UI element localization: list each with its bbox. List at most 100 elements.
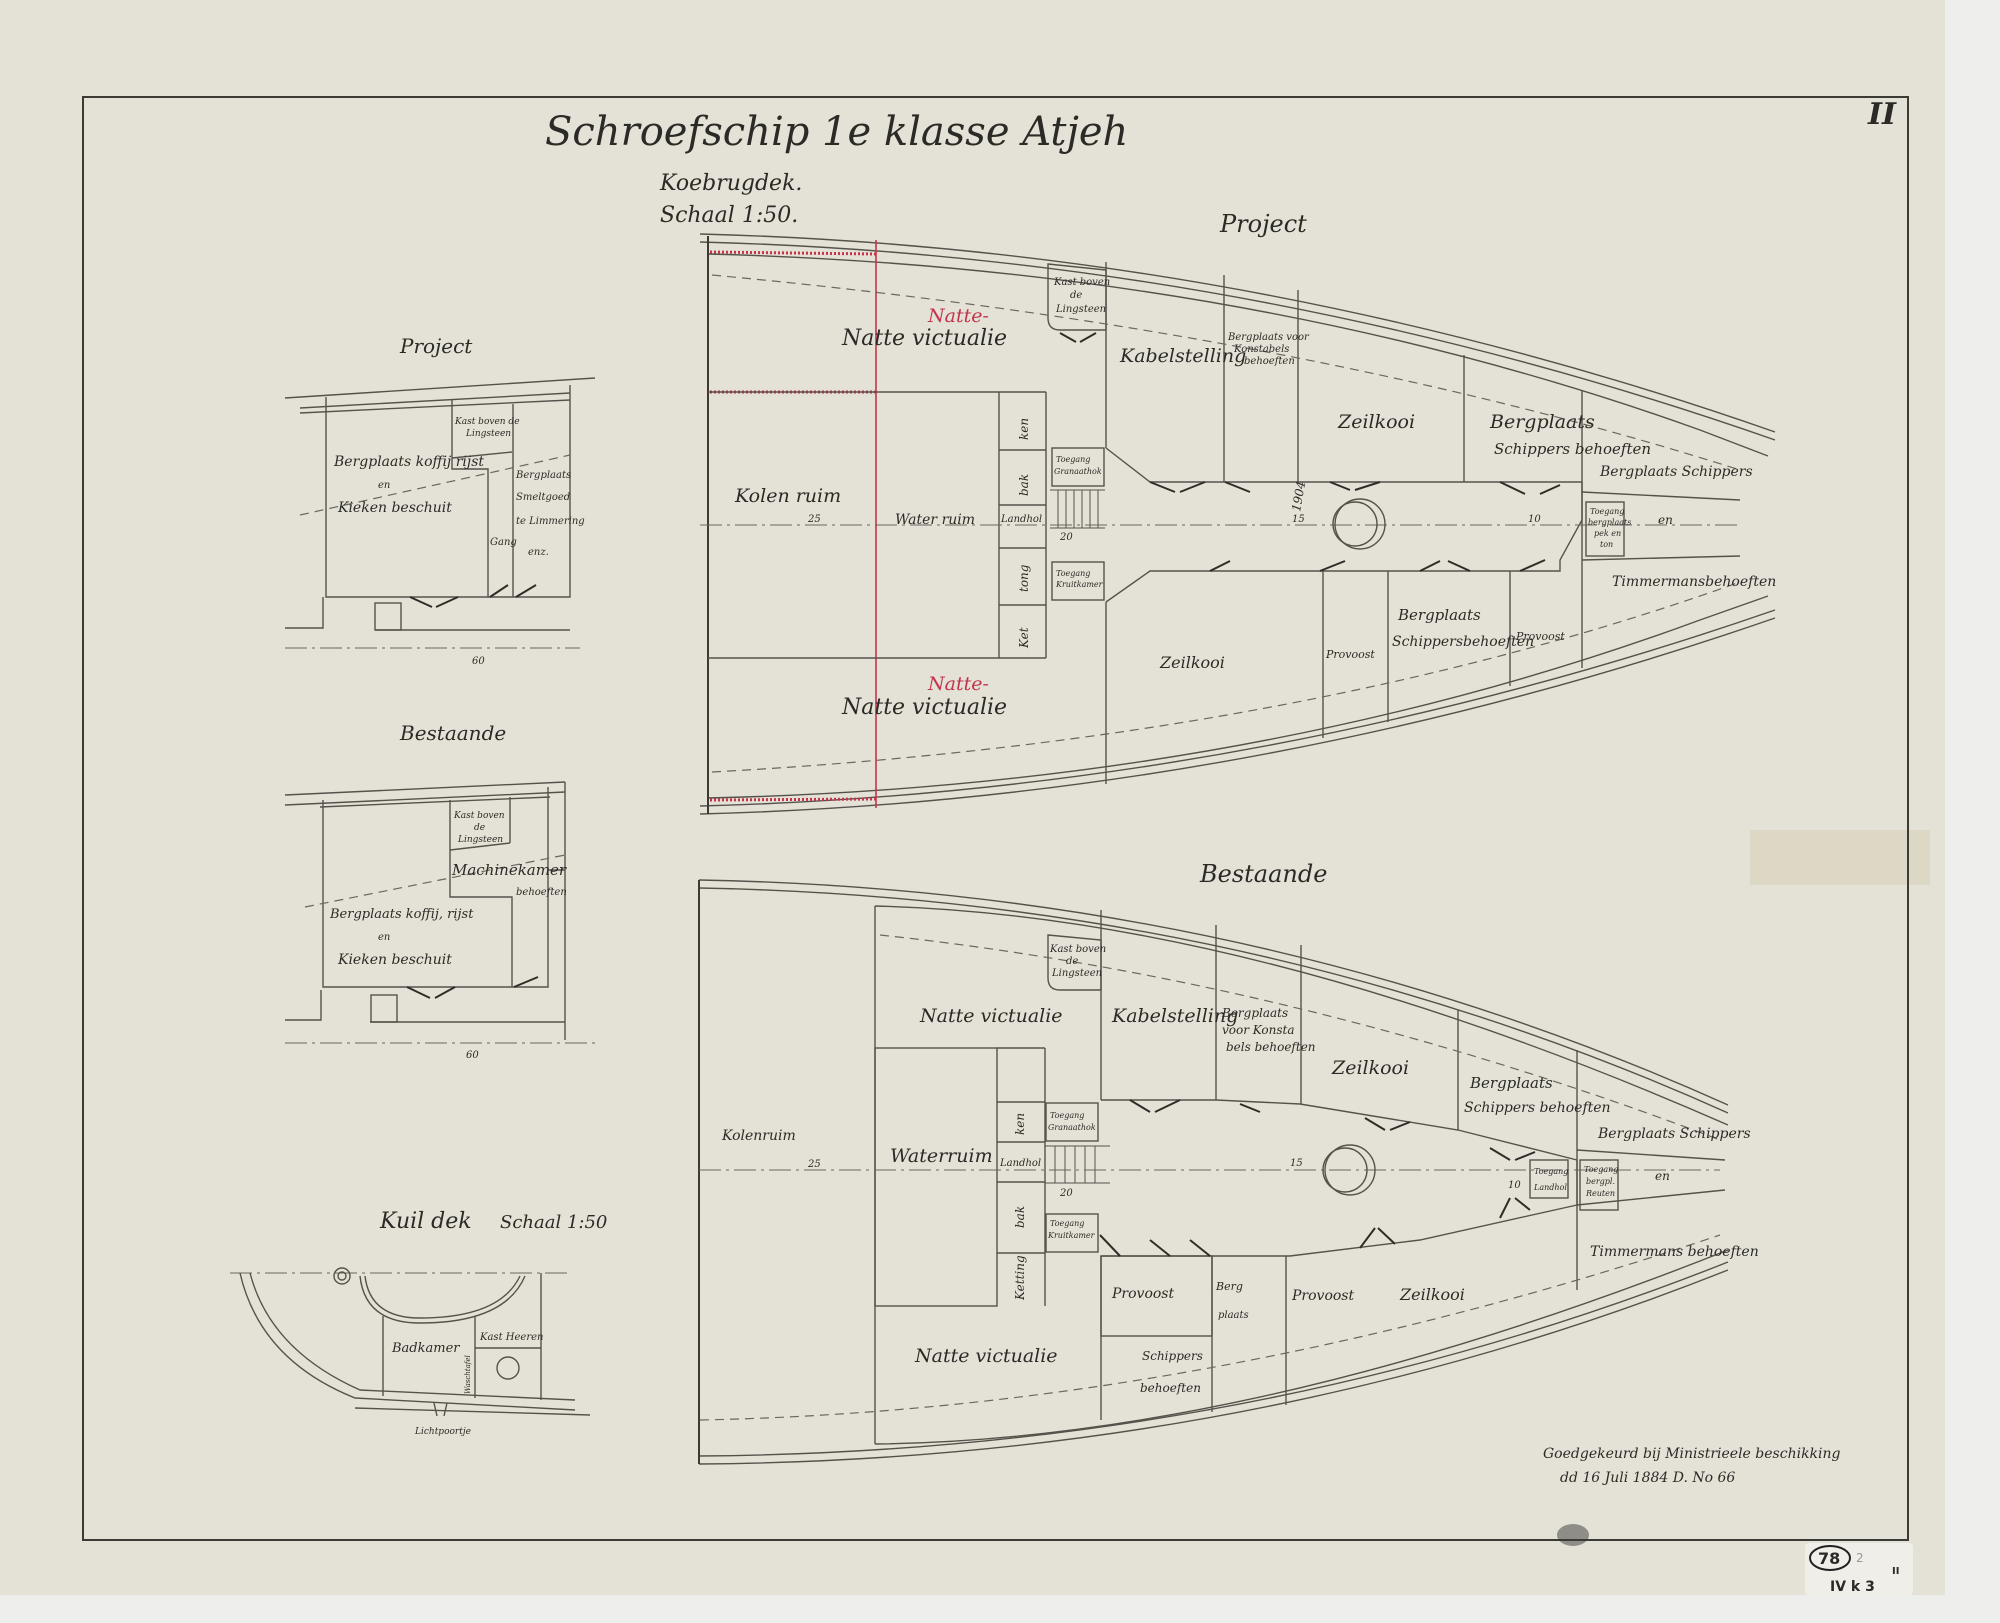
dimension-10-existing: 10 <box>1508 1180 1521 1191</box>
label-toegang-small-2: Landhol <box>1533 1183 1567 1192</box>
archive-suffix: 2 <box>1856 1551 1864 1565</box>
dimension-60: 60 <box>472 656 485 667</box>
label-landhol: Landhol <box>1000 514 1042 525</box>
dimension-15: 15 <box>1292 514 1305 525</box>
label-schippers-1-existing: Bergplaats <box>1469 1074 1553 1092</box>
label-store-1-existing: Bergplaats koffij, rijst <box>329 907 474 922</box>
label-other-1: Bergplaats <box>515 470 571 481</box>
label-machine-2: behoeften <box>516 887 567 898</box>
label-toegang-small-1: Toegang <box>1534 1167 1568 1176</box>
label-toegang-reuten-2: bergpl. <box>1586 1177 1615 1186</box>
label-provoost-2-existing: Provoost <box>1291 1288 1354 1304</box>
label-toegang-granaat-1-existing: Toegang <box>1050 1111 1084 1120</box>
label-waschtafel: Waschtafel <box>464 1355 472 1394</box>
label-store-3-existing: Kieken beschuit <box>337 952 452 968</box>
main-plan-existing: Bestaande <box>698 860 1759 1465</box>
label-badkamer: Badkamer <box>391 1341 460 1356</box>
label-store-2-existing: en <box>378 932 390 943</box>
label-landhol-existing: Landhol <box>999 1158 1041 1169</box>
label-timmermans: Timmermansbehoeften <box>1612 574 1776 590</box>
label-natte-victualie-top: Natte victualie <box>841 326 1007 351</box>
kuildek-scale: Schaal 1:50 <box>500 1212 607 1233</box>
label-ketting-existing: Ketting <box>1013 1255 1027 1301</box>
label-timmermans-existing: Timmermans behoeften <box>1590 1244 1759 1260</box>
label-en-existing: en <box>1655 1169 1670 1183</box>
label-toegang-kruit-2-existing: Kruitkamer <box>1047 1231 1096 1240</box>
label-kabelstelling: Kabelstelling <box>1119 345 1246 367</box>
label-ket: Ket <box>1017 627 1031 649</box>
dimension-60-existing: 60 <box>466 1050 479 1061</box>
label-kast-2-existing: de <box>1066 956 1078 967</box>
archive-number: 78 <box>1818 1549 1840 1568</box>
label-kast-3-existing: Lingsteen <box>1051 968 1102 979</box>
detail-project-heading: Project <box>399 334 473 358</box>
label-natte-red-bottom: Natte- <box>927 673 989 695</box>
drawing-title: Schroefschip 1e klasse Atjeh <box>545 109 1128 155</box>
label-schippers-b2: Schippersbehoeften <box>1392 634 1534 650</box>
label-bak: bak <box>1017 474 1031 496</box>
dimension-25: 25 <box>807 514 821 525</box>
label-gang: Gang <box>490 537 517 548</box>
label-toegang-kruit-1-existing: Toegang <box>1050 1219 1084 1228</box>
label-kabelstelling-existing: Kabelstelling <box>1111 1005 1238 1027</box>
label-toegang-pekton-4: ton <box>1600 540 1613 549</box>
label-provoost-2: Provoost <box>1515 630 1565 643</box>
label-store-3: Kieken beschuit <box>337 500 452 516</box>
label-waterruim: Water ruim <box>895 512 975 528</box>
label-toegang-granaat-2: Granaathok <box>1054 467 1102 476</box>
kuildek-plan: Kuil dek Schaal 1:50 Badkamer Kast Heere… <box>230 1209 607 1437</box>
ink-stain <box>1557 1524 1589 1546</box>
drawing-frame <box>82 96 1909 1541</box>
label-machine-1: Machinekamer <box>451 861 567 879</box>
label-zeilkooi-top-existing: Zeilkooi <box>1331 1057 1409 1079</box>
label-kolen-ruim: Kolen ruim <box>734 485 841 507</box>
label-konstabel-1: Bergplaats voor <box>1227 332 1310 343</box>
label-toegang-pekton-1: Toegang <box>1590 507 1624 516</box>
label-provoost-1: Provoost <box>1325 648 1375 661</box>
tape-stain <box>1750 830 1930 885</box>
label-konstabel-3: behoeften <box>1244 356 1295 367</box>
label-kolenruim-existing: Kolenruim <box>721 1128 796 1144</box>
label-natte-red-top: Natte- <box>927 305 989 327</box>
approval-note-line1: Goedgekeurd bij Ministrieele beschikking <box>1543 1446 1841 1462</box>
label-bergplaats-schippers-existing: Bergplaats Schippers <box>1597 1126 1751 1142</box>
label-schippers-b1: Bergplaats <box>1397 606 1481 624</box>
dimension-25-existing: 25 <box>807 1159 821 1170</box>
deck-name: Koebrugdek. <box>659 171 802 196</box>
main-plan-project: Project <box>699 210 1776 815</box>
label-toegang-reuten-1: Toegang <box>1584 1165 1618 1174</box>
label-konstabel-3-existing: bels behoeften <box>1226 1040 1316 1054</box>
label-zeilkooi-top: Zeilkooi <box>1337 411 1415 433</box>
label-schippers-b1-existing: Schippers <box>1142 1349 1203 1363</box>
label-kast-1-existing: Kast boven <box>1049 944 1106 955</box>
label-other-3: te Limmering <box>516 516 585 527</box>
label-toegang-pekton-2: bergplaats <box>1588 518 1631 527</box>
label-kast-3: Lingsteen <box>1055 304 1106 315</box>
label-natte-victualie-bottom-existing: Natte victualie <box>914 1345 1058 1367</box>
scan-margin-bottom <box>0 1595 2000 1623</box>
detail-plan-existing: Bestaande Bergplaats koffij, rijst en Ki… <box>284 721 600 1061</box>
label-kast-2-detail-existing: de <box>474 823 485 833</box>
label-kast-2: de <box>1070 290 1082 301</box>
archive-label: 78 2 IV k 3 II <box>1805 1543 1913 1595</box>
main-project-heading: Project <box>1219 210 1307 238</box>
dimension-20-existing: 20 <box>1059 1188 1073 1199</box>
label-schippers-b2-existing: behoeften <box>1140 1381 1201 1395</box>
label-bak-existing: bak <box>1013 1206 1027 1228</box>
label-ken: ken <box>1017 418 1031 440</box>
label-other-4: enz. <box>528 547 549 558</box>
label-en: en <box>1658 513 1673 527</box>
archive-code-superscript: II <box>1892 1566 1899 1577</box>
label-store-1: Bergplaats koffij rijst <box>333 454 484 470</box>
label-kast-heeren: Kast Heeren <box>479 1332 543 1343</box>
label-bergplaats-schippers: Bergplaats Schippers <box>1599 464 1753 480</box>
label-provoost-1-existing: Provoost <box>1111 1286 1174 1302</box>
label-toegang-pekton-3: pek en <box>1594 529 1621 538</box>
label-schippers-2: Schippers behoeften <box>1494 440 1651 458</box>
kuildek-heading: Kuil dek <box>379 1209 472 1234</box>
label-toegang-granaat-2-existing: Granaathok <box>1048 1123 1096 1132</box>
label-toegang-kruit-1: Toegang <box>1056 569 1090 578</box>
